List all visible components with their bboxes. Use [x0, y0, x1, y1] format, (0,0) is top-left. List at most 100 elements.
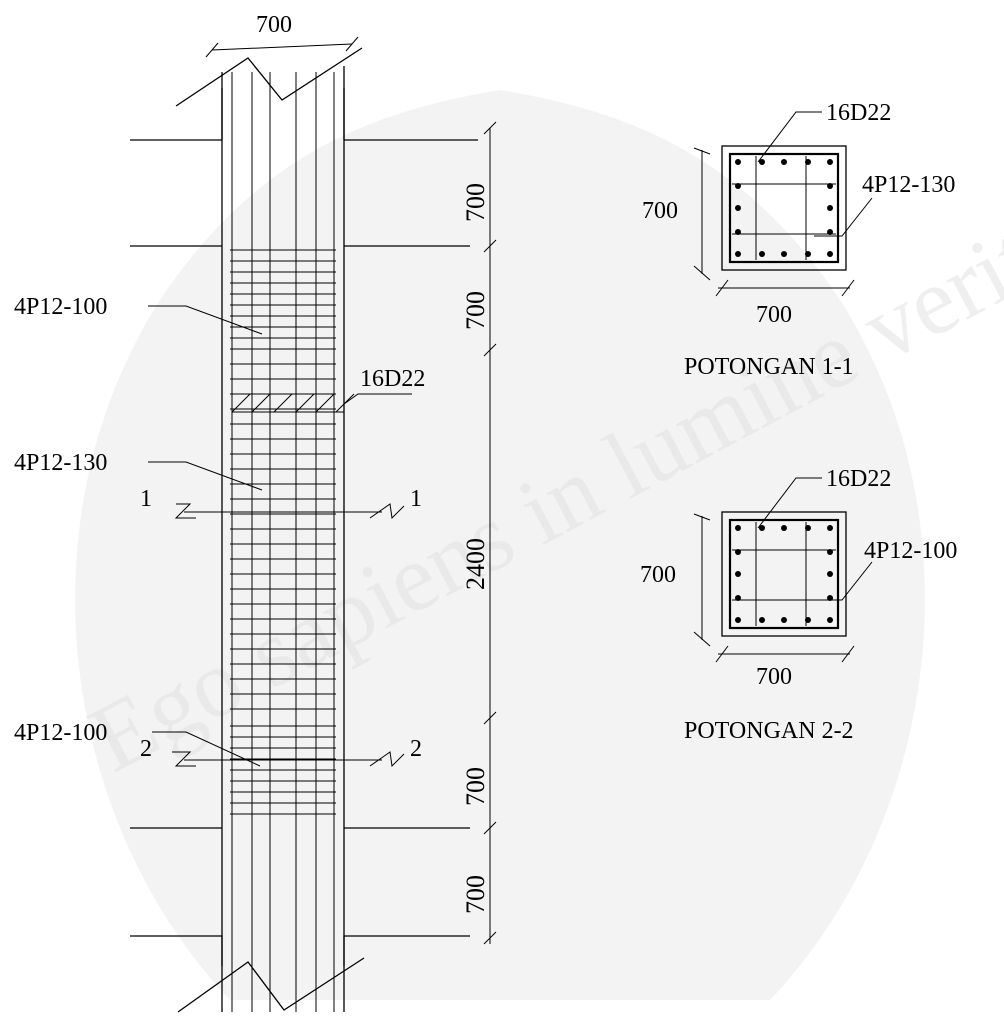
section1-width-label: 700	[756, 302, 792, 328]
splice-tick	[231, 393, 251, 413]
rebar-dot	[827, 205, 833, 211]
rebar-dot	[735, 229, 741, 235]
watermark-logo-shape	[75, 90, 925, 1000]
dim-tick	[715, 645, 729, 663]
top-break-line	[175, 47, 363, 107]
leader-section2-stirrup	[814, 561, 873, 601]
section2-width-label: 700	[756, 664, 792, 690]
rebar-dot	[827, 549, 833, 555]
rebar-dot	[805, 525, 811, 531]
rebar-dot	[759, 159, 765, 165]
section-mark-2-right: 2	[410, 736, 422, 762]
bottom-break-line	[177, 957, 365, 1013]
dim-tick	[693, 265, 711, 281]
section1-stirrup-label: 4P12-130	[862, 172, 955, 198]
leader-main-bars	[343, 393, 412, 405]
top-width-dim-tick	[345, 36, 359, 52]
rebar-dot	[827, 183, 833, 189]
watermark: Ego sapiens in lumine veritatis	[73, 90, 1004, 1000]
rebar-dot	[827, 571, 833, 577]
section-cut-2-right-arrow	[369, 751, 405, 768]
dim-tick	[483, 343, 497, 357]
top-width-dim-tick	[205, 42, 219, 58]
rebar-dot	[735, 525, 741, 531]
rebar-dot	[827, 525, 833, 531]
rebar-dots	[735, 525, 833, 623]
dim-tick	[693, 513, 711, 521]
section2-main-label: 16D22	[826, 466, 891, 492]
rebar-dots	[735, 159, 833, 257]
dim-tick	[483, 121, 497, 135]
leader-section2-main	[757, 477, 822, 529]
splice-tick	[315, 393, 335, 413]
section2-height-label: 700	[640, 562, 676, 588]
section-cut-2-left-arrow	[172, 751, 196, 767]
rebar-dot	[805, 159, 811, 165]
rebar-dot	[735, 251, 741, 257]
section-inner-box	[728, 518, 840, 630]
rebar-dot	[759, 617, 765, 623]
section-outer-box	[721, 145, 847, 271]
rebar-dot	[735, 571, 741, 577]
dim-tick	[693, 147, 711, 155]
section-outer-box	[721, 511, 847, 637]
top-width-dim-line	[211, 43, 353, 51]
rebar-dot	[827, 159, 833, 165]
dim-label-upper-end: 700	[461, 291, 490, 330]
stirrup-ties	[230, 249, 336, 815]
rebar-dot	[781, 525, 787, 531]
dim-label-top: 700	[461, 183, 490, 222]
rebar-dot	[735, 549, 741, 555]
rebar-dot	[781, 251, 787, 257]
dim-tick	[715, 279, 729, 297]
dim-label-lower-end: 700	[461, 767, 490, 806]
section-inner-box	[728, 152, 840, 264]
dim-tick	[483, 239, 497, 253]
rebar-dot	[781, 617, 787, 623]
section-1-1: 16D22 4P12-130 700 700 POTONGAN 1-1	[642, 100, 955, 380]
leader-stirrup-top	[148, 305, 263, 335]
beam-bottom-right	[343, 935, 470, 966]
rebar-dot	[805, 251, 811, 257]
rebar-dot	[735, 617, 741, 623]
section-mark-2-left: 2	[140, 736, 152, 762]
rebar-dot	[827, 251, 833, 257]
rebar-dot	[827, 617, 833, 623]
section1-height-label: 700	[642, 198, 678, 224]
rebar-dot	[759, 525, 765, 531]
label-stirrup-bottom: 4P12-100	[14, 720, 107, 746]
label-stirrup-top: 4P12-100	[14, 294, 107, 320]
rebar-dot	[781, 159, 787, 165]
dim-label-bottom: 700	[461, 875, 490, 914]
section-mark-1-left: 1	[140, 486, 152, 512]
dim-tick	[483, 711, 497, 725]
dim-tick	[693, 631, 711, 647]
dim-tick	[841, 279, 855, 297]
section-2-2: 16D22 4P12-100 700 700 POTONGAN 2-2	[640, 466, 957, 744]
leader-section1-stirrup	[814, 197, 873, 237]
rebar-dot	[735, 595, 741, 601]
section1-title: POTONGAN 1-1	[684, 354, 854, 380]
section2-title: POTONGAN 2-2	[684, 718, 854, 744]
rebar-dot	[805, 617, 811, 623]
rebar-dot	[759, 251, 765, 257]
splice-tick	[295, 393, 315, 413]
rebar-dot	[827, 229, 833, 235]
top-width-label: 700	[256, 12, 292, 38]
label-stirrup-mid: 4P12-130	[14, 450, 107, 476]
rebar-dot	[735, 159, 741, 165]
section-cut-1-right-arrow	[369, 503, 405, 520]
dim-label-middle: 2400	[461, 538, 490, 590]
rebar-dot	[735, 205, 741, 211]
rebar-dot	[735, 183, 741, 189]
leader-stirrup-mid	[148, 461, 263, 491]
section2-stirrup-label: 4P12-100	[864, 538, 957, 564]
column-elevation: 700 700 700 240	[14, 12, 497, 1013]
dim-tick	[841, 645, 855, 663]
label-main-bars: 16D22	[360, 366, 425, 392]
dim-tick	[483, 821, 497, 835]
dim-tick	[483, 931, 497, 945]
splice-tick	[251, 393, 271, 413]
section-cut-1-left-arrow	[174, 503, 196, 519]
